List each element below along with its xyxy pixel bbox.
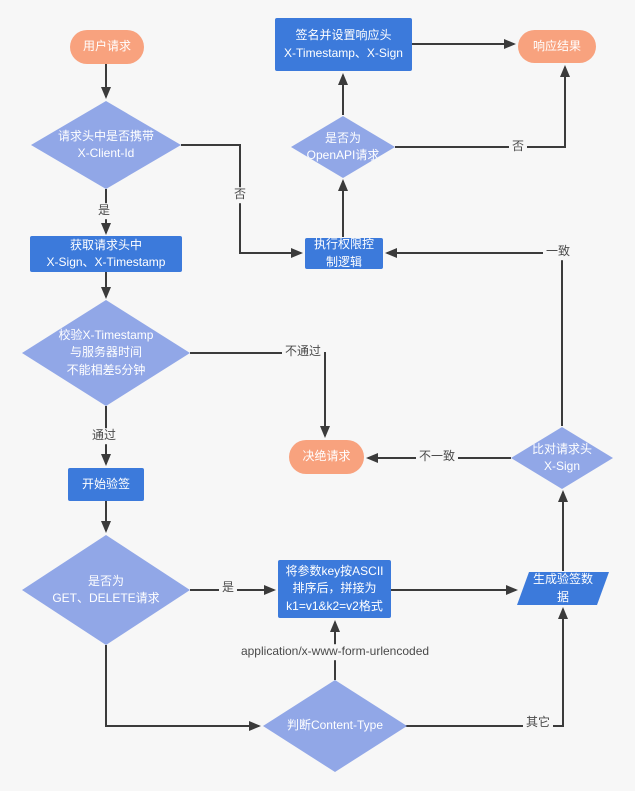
process-start-verify: 开始验签 (68, 468, 144, 501)
start-node-user-request: 用户请求 (70, 30, 144, 64)
edge-label-content-type-other: 其它 (522, 715, 554, 731)
edge-label-sign-mismatch: 不一致 (415, 449, 459, 465)
process-get-headers: 获取请求头中 X-Sign、X-Timestamp (30, 236, 182, 272)
end-node-reject-request: 决绝请求 (289, 440, 364, 474)
edge-label-client-id-no: 否 (230, 187, 250, 203)
edge-label-timestamp-pass: 通过 (88, 428, 120, 444)
edge-label-openapi-no: 否 (508, 139, 528, 155)
edge-label-timestamp-fail: 不通过 (281, 344, 325, 360)
process-sign-response: 签名并设置响应头 X-Timestamp、X-Sign (275, 18, 412, 71)
edge-label-content-type-form: application/x-www-form-urlencoded (237, 644, 433, 660)
end-node-response-result: 响应结果 (518, 30, 596, 63)
process-permission-control: 执行权限控制逻辑 (305, 237, 383, 269)
edge-label-client-id-yes: 是 (94, 203, 114, 219)
edge-label-sign-match: 一致 (542, 244, 574, 260)
process-sort-params: 将参数key按ASCII 排序后，拼接为 k1=v1&k2=v2格式 (278, 560, 391, 618)
io-generate-sign-data: 生成验签数据 (517, 572, 609, 605)
edge-label-method-yes: 是 (218, 580, 238, 596)
